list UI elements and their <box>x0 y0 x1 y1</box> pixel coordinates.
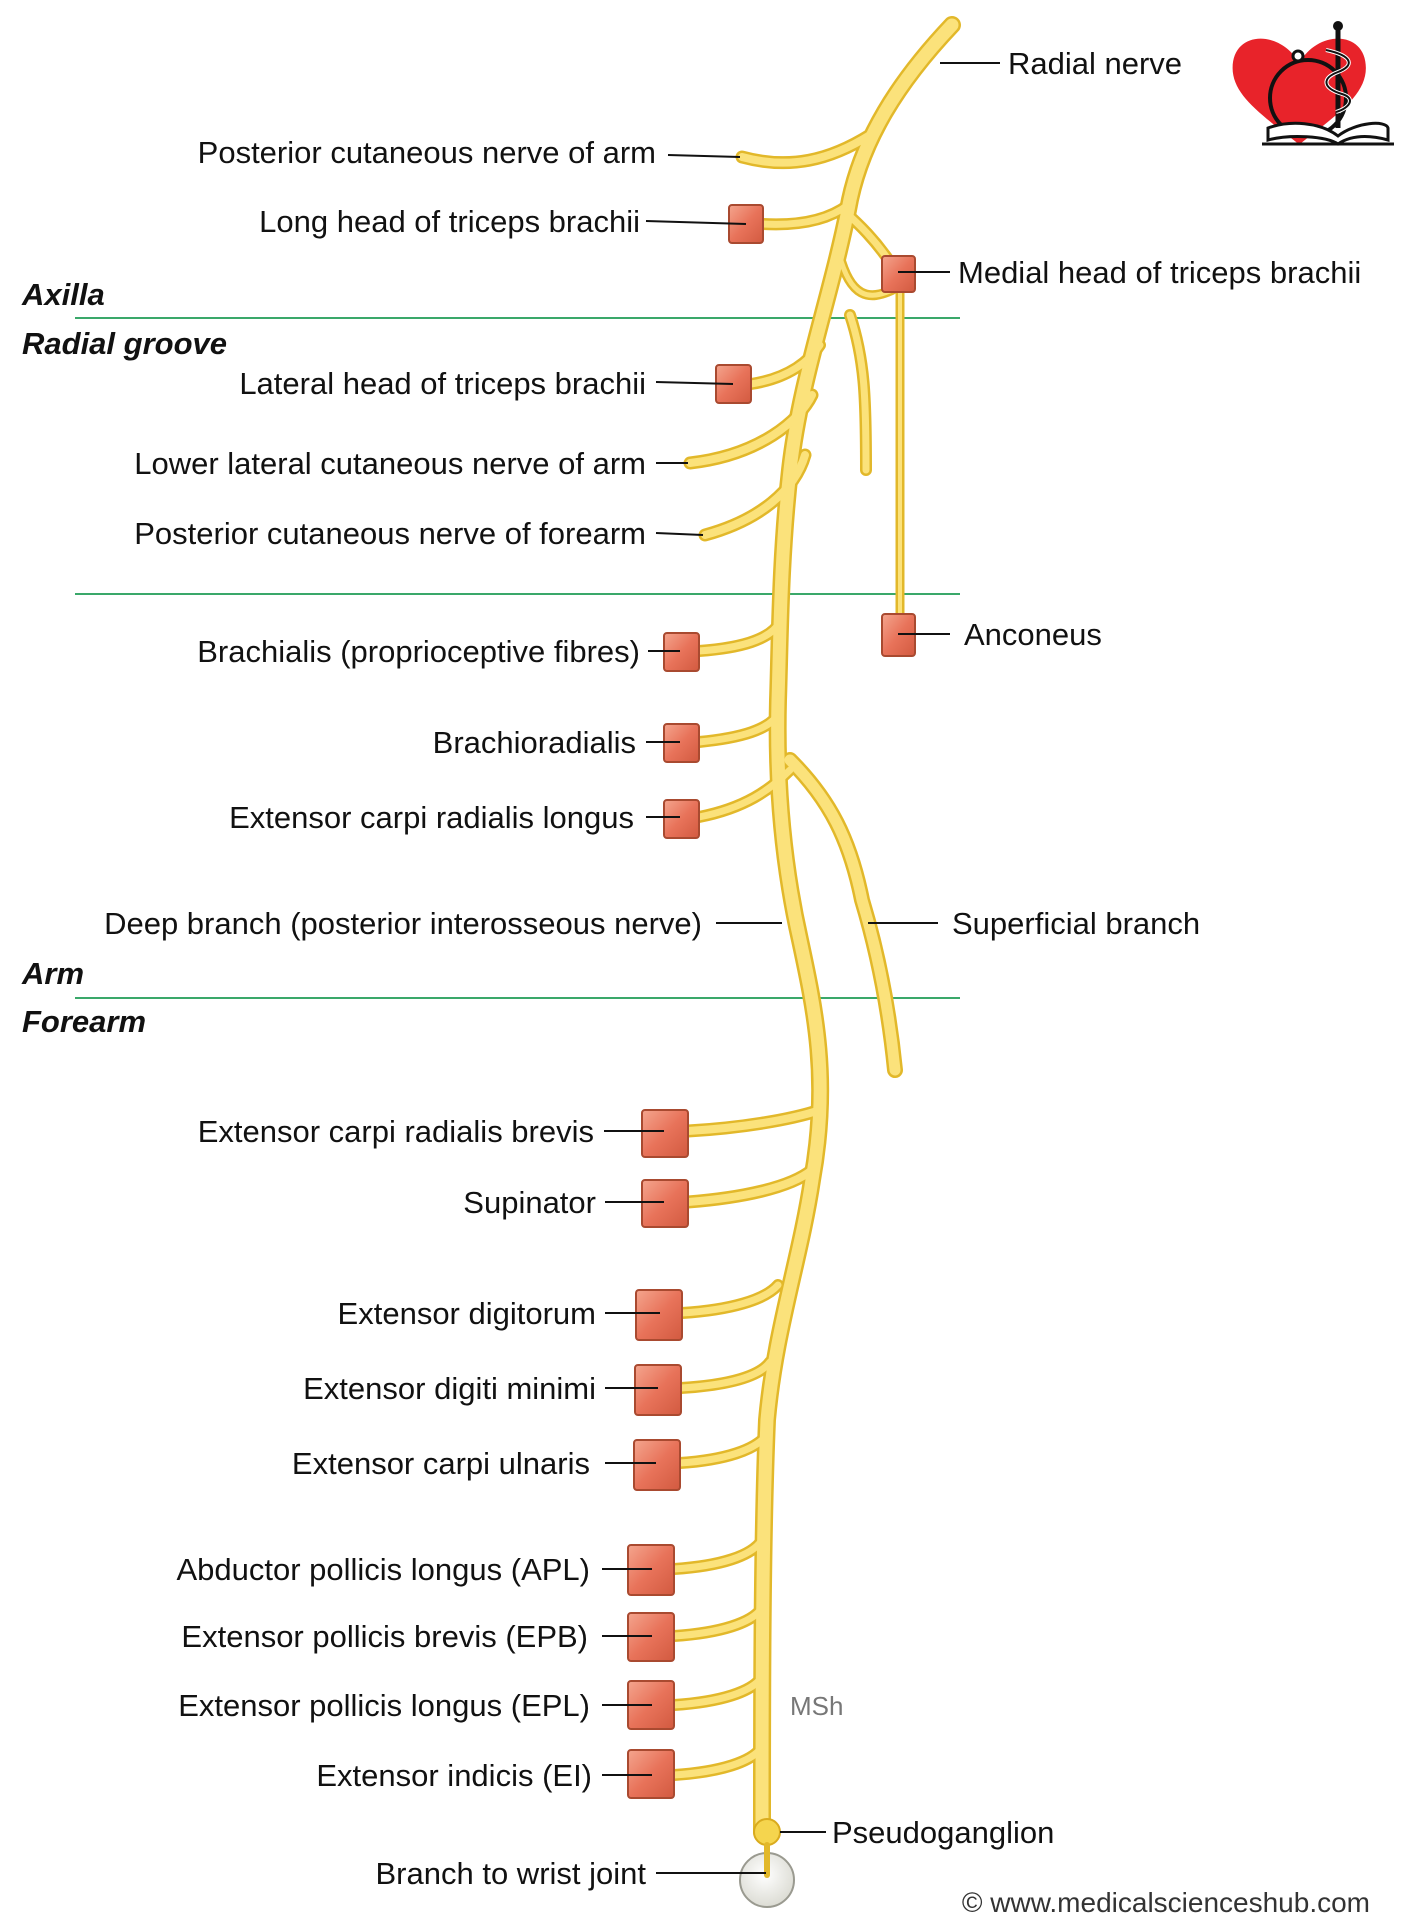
pseudoganglion-node <box>753 1818 781 1846</box>
label-ei: Extensor indicis (EI) <box>316 1758 592 1793</box>
logo-book-icon <box>1266 121 1390 146</box>
radial-nerve <box>668 16 961 1841</box>
logo-heart-icon <box>1232 38 1366 145</box>
extensor-digitorum-branch <box>678 1281 782 1317</box>
label-epb: Extensor pollicis brevis (EPB) <box>181 1619 588 1654</box>
leader-posterior-cutaneous-forearm <box>655 532 704 536</box>
label-wrist-branch: Branch to wrist joint <box>376 1856 647 1891</box>
label-extensor-carpi-ulnaris: Extensor carpi ulnaris <box>292 1446 590 1481</box>
ecrb-branch <box>684 1106 824 1135</box>
muscle-extensor-digitorum <box>635 1289 683 1341</box>
label-apl: Abductor pollicis longus (APL) <box>176 1552 590 1587</box>
copyright-credit: © www.medicalscienceshub.com <box>962 1887 1370 1918</box>
label-extensor-digiti-minimi: Extensor digiti minimi <box>303 1371 596 1406</box>
leader-posterior-cutaneous-arm <box>667 154 741 158</box>
logo-dot-icon <box>1291 49 1305 63</box>
label-ecrb: Extensor carpi radialis brevis <box>198 1114 594 1149</box>
label-brachialis: Brachialis (proprioceptive fibres) <box>197 634 640 669</box>
extensor-digiti-minimi-branch <box>677 1358 774 1392</box>
lower-lateral-cutaneous-arm-branch <box>686 391 816 467</box>
brachioradialis-branch <box>695 708 784 746</box>
superficial-branch <box>784 754 901 1076</box>
structure-labels: Radial nerve Posterior cutaneous nerve o… <box>104 46 1370 1918</box>
muscle-ecrb <box>641 1109 689 1158</box>
posterior-cutaneous-forearm-branch <box>701 451 809 539</box>
label-anconeus: Anconeus <box>964 617 1102 652</box>
label-posterior-cutaneous-arm: Posterior cutaneous nerve of arm <box>198 135 656 170</box>
lateral-head-triceps-branch <box>747 341 824 388</box>
label-pseudoganglion: Pseudoganglion <box>832 1815 1054 1850</box>
label-brachioradialis: Brachioradialis <box>433 725 636 760</box>
leader-lines <box>602 62 1000 1874</box>
label-extensor-digitorum: Extensor digitorum <box>338 1296 596 1331</box>
label-radial-nerve: Radial nerve <box>1008 46 1182 81</box>
extensor-carpi-ulnaris-branch <box>676 1431 771 1467</box>
label-ecrl: Extensor carpi radialis longus <box>229 800 634 835</box>
label-posterior-cutaneous-forearm: Posterior cutaneous nerve of forearm <box>134 516 646 551</box>
medial-head-collateral-branch <box>846 311 870 474</box>
region-label-arm: Arm <box>21 956 84 991</box>
label-lower-lateral-cutaneous-arm: Lower lateral cutaneous nerve of arm <box>134 446 646 481</box>
label-lateral-head-triceps: Lateral head of triceps brachii <box>239 366 646 401</box>
muscle-extensor-carpi-ulnaris <box>633 1439 681 1491</box>
radial-nerve-trunk-outline <box>753 16 961 1841</box>
radial-nerve-trunk <box>755 18 959 1839</box>
muscle-supinator <box>641 1179 689 1228</box>
leader-lateral-head-triceps <box>655 381 734 385</box>
region-label-axilla: Axilla <box>21 277 105 312</box>
posterior-cutaneous-arm-branch <box>738 131 874 167</box>
brachialis-branch <box>695 618 784 655</box>
region-label-forearm: Forearm <box>22 1004 146 1039</box>
logo-snake-outline-icon <box>1325 49 1351 113</box>
supinator-branch <box>684 1166 816 1206</box>
muscle-extensor-digiti-minimi <box>634 1364 682 1416</box>
label-superficial-branch: Superficial branch <box>952 906 1200 941</box>
superficial-branch-outline <box>782 752 903 1078</box>
apl-branch <box>670 1536 766 1573</box>
ei-branch <box>670 1743 766 1779</box>
label-supinator: Supinator <box>463 1185 596 1220</box>
region-label-radial-groove: Radial groove <box>22 326 227 361</box>
muscle-ecrl <box>663 799 700 839</box>
logo-staff-top-icon <box>1333 21 1343 31</box>
ecrl-branch <box>695 766 794 821</box>
region-labels: Axilla Radial groove Arm Forearm <box>21 277 227 1039</box>
heart-caduceus-book-logo <box>1232 21 1394 146</box>
epb-branch <box>670 1604 766 1640</box>
label-medial-head-triceps: Medial head of triceps brachii <box>958 255 1361 290</box>
label-long-head-triceps: Long head of triceps brachii <box>259 204 640 239</box>
muscle-medial-head-triceps <box>881 255 916 293</box>
leader-long-head-triceps <box>645 220 747 225</box>
label-deep-branch: Deep branch (posterior interosseous nerv… <box>104 906 702 941</box>
label-epl: Extensor pollicis longus (EPL) <box>178 1688 590 1723</box>
epl-branch <box>670 1673 766 1709</box>
msh-mark: MSh <box>790 1691 843 1721</box>
